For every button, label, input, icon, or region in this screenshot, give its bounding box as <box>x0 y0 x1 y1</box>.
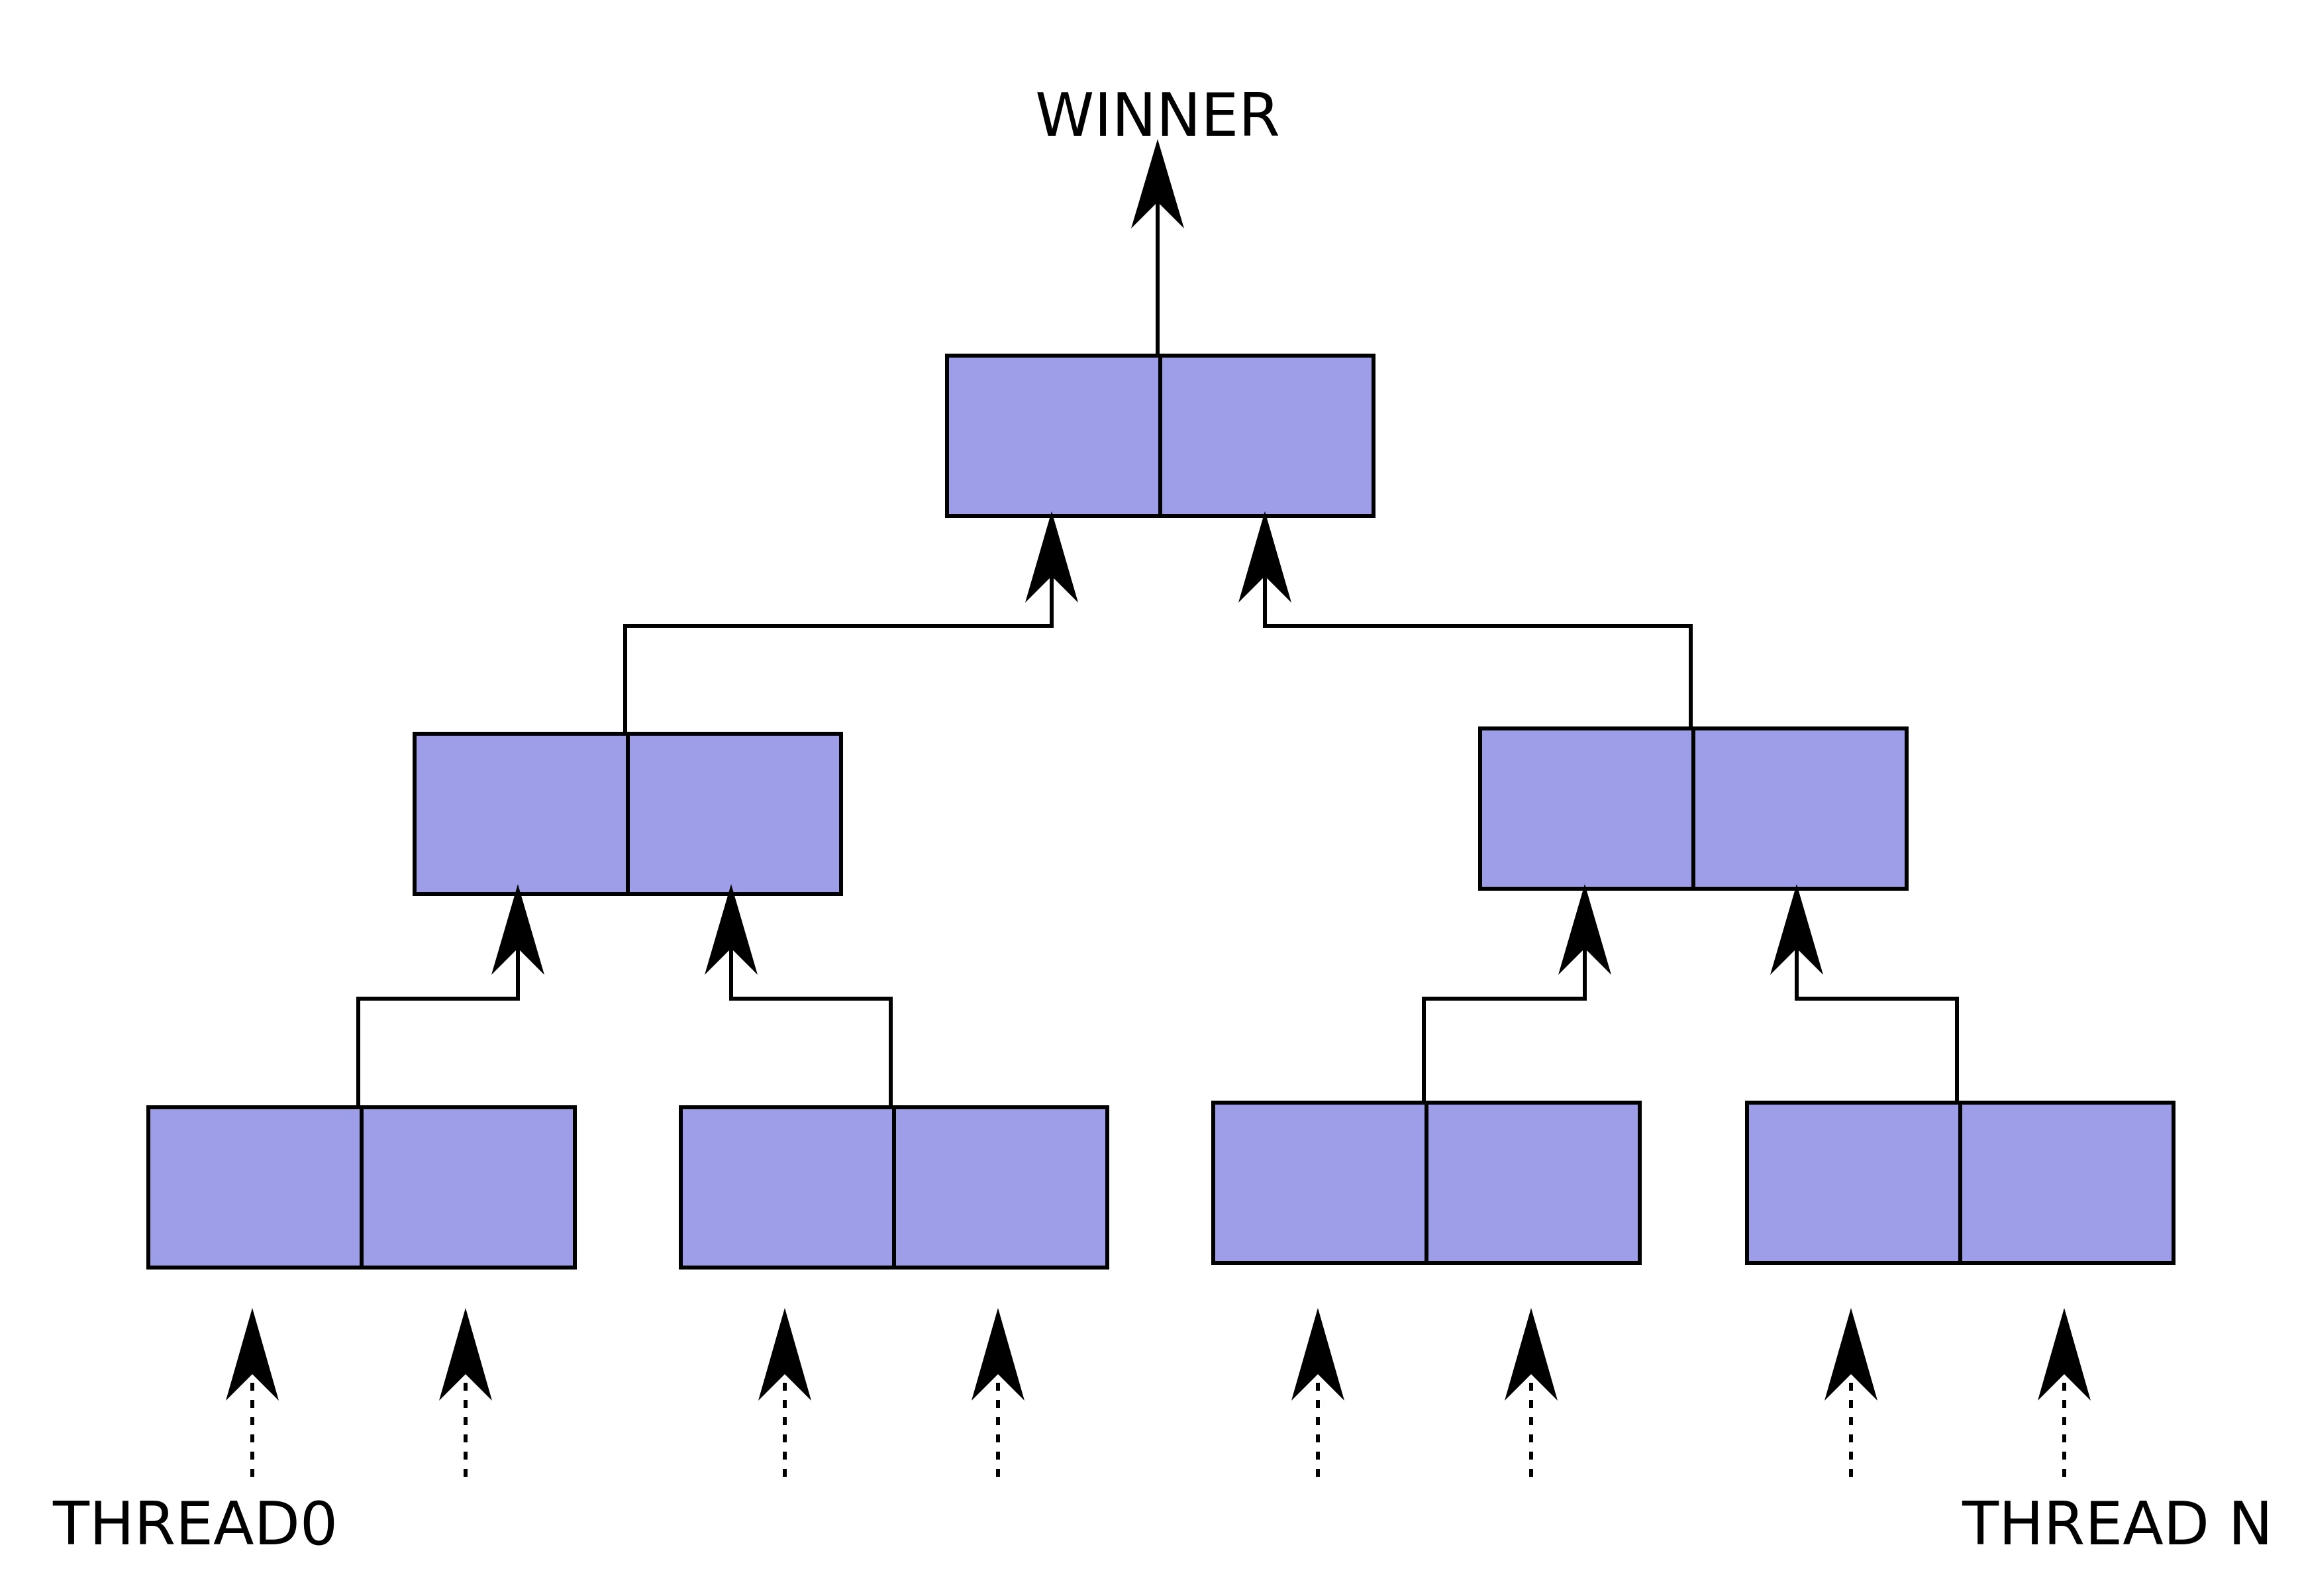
winner-arrow <box>1131 139 1184 354</box>
link-leaf1-to-mid-left <box>356 884 544 1106</box>
thread-input-arrow-7 <box>1825 1308 1877 1477</box>
leaf-node-1 <box>146 1105 577 1270</box>
root-node <box>945 354 1375 518</box>
leaf3-cell-2 <box>1425 1101 1642 1265</box>
mid-node-left <box>413 732 843 896</box>
link-left-mid-to-root <box>623 511 1078 732</box>
link-leaf3-to-mid-right <box>1422 884 1611 1101</box>
link-right-mid-to-root <box>1238 511 1693 728</box>
thread-input-arrow-4 <box>972 1308 1025 1477</box>
mid-right-cell-1 <box>1478 726 1695 891</box>
thread-input-arrow-3 <box>758 1308 811 1477</box>
leaf4-cell-2 <box>1958 1101 2175 1265</box>
thread-input-arrow-6 <box>1505 1308 1558 1477</box>
root-cell-right <box>1158 354 1375 518</box>
thread-last-label: THREAD N <box>1962 1489 2273 1559</box>
link-leaf4-to-mid-right <box>1770 884 1959 1101</box>
leaf4-cell-1 <box>1745 1101 1962 1265</box>
mid-left-cell-1 <box>413 732 630 896</box>
winner-label: WINNER <box>1035 81 1280 150</box>
leaf1-cell-2 <box>360 1105 577 1270</box>
link-leaf2-to-mid-left <box>705 884 893 1106</box>
root-cell-left <box>945 354 1162 518</box>
leaf-node-4 <box>1745 1101 2175 1265</box>
leaf2-cell-1 <box>679 1105 896 1270</box>
leaf2-cell-2 <box>892 1105 1109 1270</box>
leaf-node-3 <box>1211 1101 1642 1265</box>
thread-input-arrow-5 <box>1291 1308 1344 1477</box>
leaf1-cell-1 <box>146 1105 364 1270</box>
thread-input-arrow-1 <box>226 1308 279 1477</box>
thread-input-arrow-2 <box>439 1308 492 1477</box>
thread-input-arrow-8 <box>2038 1308 2091 1477</box>
leaf-node-2 <box>679 1105 1109 1270</box>
mid-node-right <box>1478 726 1909 891</box>
mid-left-cell-2 <box>626 732 843 896</box>
mid-right-cell-2 <box>1691 726 1909 891</box>
leaf3-cell-1 <box>1211 1101 1428 1265</box>
thread-first-label: THREAD0 <box>52 1489 338 1559</box>
